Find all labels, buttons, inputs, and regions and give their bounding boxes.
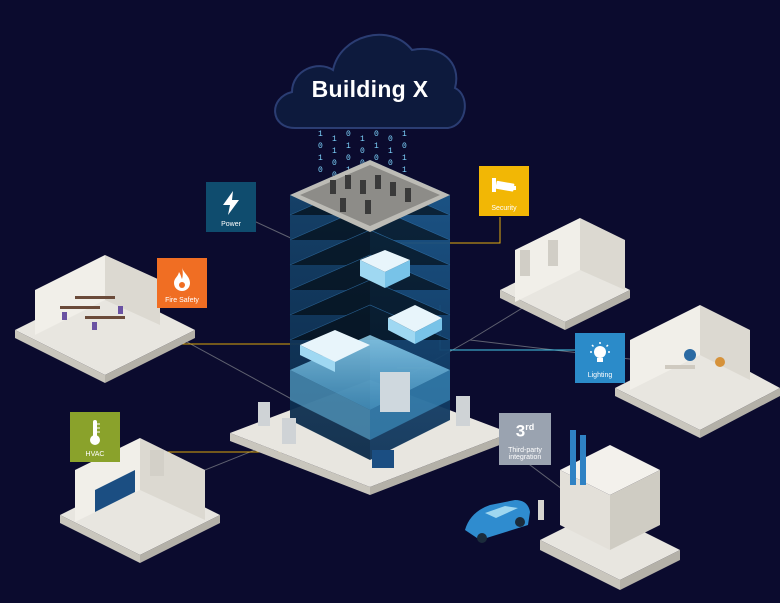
third-party-number: 3 (515, 421, 526, 441)
lighting-label: Lighting (587, 372, 613, 379)
fire-safety-room (15, 255, 195, 383)
flame-icon (173, 267, 191, 291)
light-bulb-icon (588, 342, 612, 366)
binary-digit: 0 (318, 142, 323, 151)
security-label: Security (491, 205, 517, 212)
binary-digit: 1 (374, 142, 379, 151)
binary-digit: 1 (318, 154, 323, 163)
hvac-room (60, 438, 220, 563)
third-party-badge[interactable]: 3rd Third-party integration (499, 413, 551, 465)
security-room (500, 218, 630, 330)
fire-safety-badge[interactable]: Fire Safety (157, 258, 207, 308)
binary-digit: 1 (402, 130, 407, 139)
binary-digit: 1 (346, 142, 351, 151)
third-party-label-line2: integration (508, 453, 542, 461)
thermometer-icon (88, 420, 102, 445)
binary-digit: 0 (346, 130, 351, 139)
cloud-title: Building X (311, 76, 429, 102)
binary-digit: 1 (402, 166, 407, 175)
ev-charging-building (538, 430, 680, 590)
binary-digit: 0 (332, 171, 337, 180)
security-camera-icon (490, 175, 518, 199)
lightning-bolt-icon (223, 191, 239, 215)
hvac-label: HVAC (85, 451, 105, 458)
hvac-badge[interactable]: HVAC (70, 412, 120, 462)
tower-room-fire (300, 330, 370, 372)
binary-digit: 1 (402, 154, 407, 163)
cloud-shape (274, 33, 466, 129)
third-party-suffix: rd (525, 422, 535, 432)
binary-digit: 0 (332, 159, 337, 168)
binary-digit: 0 (360, 147, 365, 156)
main-floor-equipment (258, 372, 470, 468)
third-party-label-line1: Third-party (508, 446, 542, 454)
third-party-icon: 3rd (516, 418, 534, 441)
binary-digit: 1 (388, 147, 393, 156)
lighting-room (615, 305, 780, 438)
binary-digit: 1 (332, 135, 337, 144)
binary-digit: 0 (346, 154, 351, 163)
tower-room-lighting (388, 305, 442, 344)
binary-digit: 0 (374, 154, 379, 163)
lighting-badge[interactable]: Lighting (575, 333, 625, 383)
binary-digit: 0 (388, 159, 393, 168)
power-label: Power (221, 221, 241, 228)
binary-digit: 1 (360, 135, 365, 144)
binary-digit: 1 (332, 147, 337, 156)
binary-digit: 1 (318, 130, 323, 139)
tower-room-security (360, 250, 410, 288)
binary-digit: 0 (388, 135, 393, 144)
power-badge[interactable]: Power (206, 182, 256, 232)
security-badge[interactable]: Security (479, 166, 529, 216)
fire-safety-label: Fire Safety (165, 297, 199, 304)
binary-digit: 0 (318, 166, 323, 175)
electric-car (465, 500, 530, 543)
binary-digit: 0 (374, 130, 379, 139)
binary-digit: 0 (402, 142, 407, 151)
